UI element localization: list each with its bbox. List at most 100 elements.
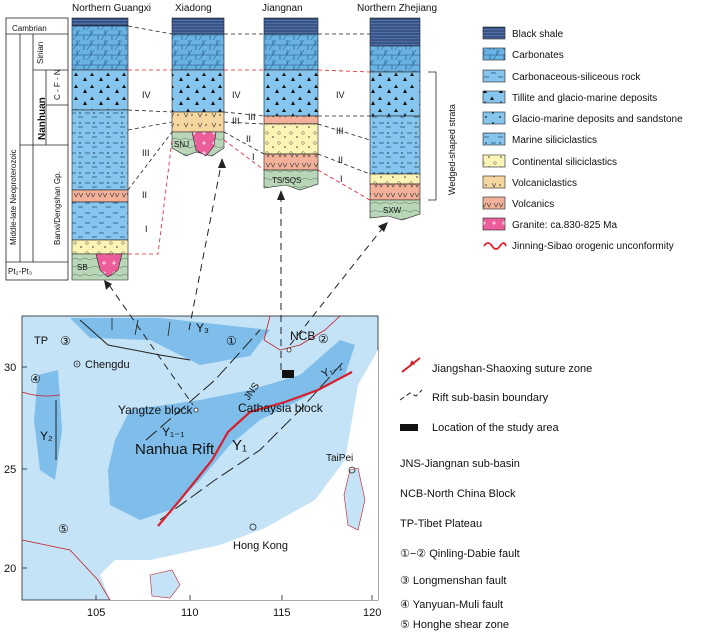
legend-swatch-granite [482, 217, 506, 231]
strat-middle-late: Middle-late Neoproterozoic [9, 149, 18, 245]
legend-map-tp: TP-Tibet Plateau [400, 518, 482, 530]
legend-map-f3: ③ Longmenshan fault [400, 575, 507, 587]
legend-swatch-unconformity [483, 242, 507, 250]
column-xiadong [171, 17, 225, 157]
legend-map [399, 357, 423, 431]
unit-i-guangxi: I [145, 224, 148, 234]
legend-top [482, 26, 506, 231]
legend-study-symbol [400, 424, 418, 431]
wedged-bracket [428, 71, 437, 201]
lat-25: 25 [4, 464, 16, 476]
legend-map-f12: ①−② Qinling-Dabie fault [400, 548, 520, 560]
suture-line [157, 371, 353, 527]
lat-20: 20 [4, 563, 16, 575]
map-label-circ-2: ② [318, 332, 329, 346]
taipei-marker [348, 466, 356, 474]
unit-iii-jiangnan: III [248, 112, 256, 122]
strat-pt: Pt₂-Pt₃ [8, 267, 32, 276]
legend-swatch-continental [482, 154, 506, 168]
basin-y2 [34, 370, 62, 480]
legend-label-3: Tillite and glacio-marine deposits [512, 93, 657, 104]
column-northern-zhejiang [369, 17, 421, 221]
legend-rift-symbol [399, 389, 423, 401]
legend-swatch-carbonates [482, 47, 506, 61]
basement-sb: SB [77, 263, 88, 272]
rift-boundary-south [159, 359, 346, 521]
column-northern-guangxi [71, 17, 129, 281]
map-label-y3: Y₃ [196, 321, 209, 335]
unit-ii-zhejiang: II [338, 155, 343, 165]
border-lines [21, 391, 111, 601]
legend-label-10: Jinning-Sibao orogenic unconformity [512, 241, 674, 252]
map-label-y1: Y₁ [232, 437, 247, 454]
strat-sinian: Sinian [36, 42, 45, 64]
lon-105: 105 [87, 607, 105, 619]
legend-map-rift: Rift sub-basin boundary [432, 392, 549, 404]
legend-label-5: Marine siliciclastics [512, 135, 597, 146]
taiwan-island [343, 467, 366, 531]
map-label-tp: TP [34, 335, 48, 347]
lon-120: 120 [363, 607, 381, 619]
legend-swatch-glacio [482, 111, 506, 125]
legend-label-1: Carbonates [512, 50, 564, 61]
map-label-nanhua: Nanhua Rift [135, 441, 215, 458]
hainan-island [149, 569, 181, 599]
map-label-yangtze: Yangtze block [118, 403, 193, 417]
map-label-ncb: NCB [290, 329, 315, 343]
legend-swatch-volcaniclastics [482, 175, 506, 189]
legend-label-4: Glacio-marine deposits and sandstone [512, 114, 683, 125]
wedged-label: Wedged-shaped strata [447, 104, 457, 195]
legend-label-6: Continental siliciclastics [512, 157, 617, 168]
strat-cambrian: Cambrian [12, 24, 47, 33]
legend-map-ncb: NCB-North China Block [400, 488, 516, 500]
strat-nanhuan: Nanhuan [37, 97, 48, 140]
column-jiangnan [263, 17, 319, 191]
unit-i-jiangnan: I [252, 152, 255, 162]
basement-ts: TS/SQS [272, 176, 301, 185]
xiadong-marker [193, 407, 199, 413]
map-label-y2: Y₂ [40, 429, 53, 443]
legend-swatch-tillite [482, 90, 506, 104]
legend-map-f4: ④ Yanyuan-Muli fault [400, 599, 503, 611]
map-label-circ-1: ① [226, 334, 237, 348]
legend-map-f5: ⑤ Honghe shear zone [400, 619, 509, 631]
fault-qinling [79, 319, 191, 361]
map-label-taipei: TaiPei [326, 453, 353, 464]
map-label-y11: Y₁₋₁ [162, 425, 184, 439]
rift-boundary-north [145, 329, 261, 441]
legend-label-9: Granite: ca.830-825 Ma [512, 220, 617, 231]
map-label-circ-4: ④ [30, 372, 41, 386]
legend-label-0: Black shale [512, 29, 564, 40]
unit-ii-jiangnan: II [246, 134, 251, 144]
legend-swatch-black-shale [482, 26, 506, 40]
unit-i-zhejiang: I [340, 174, 343, 184]
legend-label-2: Carbonaceous-siliceous rock [512, 72, 641, 83]
lat-30: 30 [4, 362, 16, 374]
map-label-cathaysia: Cathaysia block [238, 401, 324, 415]
strat-table [5, 17, 69, 281]
chengdu-marker [73, 360, 81, 368]
unit-iv-guangxi: IV [142, 90, 151, 100]
legend-swatch-volcanics [482, 196, 506, 210]
legend-map-suture: Jiangshan-Shaoxing suture zone [432, 363, 592, 375]
strat-cfn: C - F - N [53, 69, 62, 100]
sea-area [100, 316, 378, 600]
lon-115: 115 [273, 607, 291, 619]
unit-iii-xiadong: III [232, 116, 240, 126]
study-area-marker [282, 370, 294, 378]
unit-iv-xiadong: IV [232, 90, 241, 100]
jns-marker [286, 347, 292, 353]
legend-map-jns: JNS-Jiangnan sub-basin [400, 458, 520, 470]
col-title-jiangnan: Jiangnan [262, 3, 303, 14]
col-title-northern-guangxi: Northern Guangxi [72, 3, 151, 14]
map-label-circ-5: ⑤ [58, 522, 69, 536]
map-label-chengdu: Chengdu [85, 359, 130, 371]
pointer-arrows [108, 159, 386, 406]
col-title-xiadong: Xiadong [175, 3, 212, 14]
legend-label-8: Volcanics [512, 199, 554, 210]
map [21, 315, 379, 601]
correlation-lines [127, 25, 371, 255]
lon-110: 110 [181, 607, 199, 619]
strat-banxi: Banxi/Dengshan Gp. [53, 171, 62, 245]
